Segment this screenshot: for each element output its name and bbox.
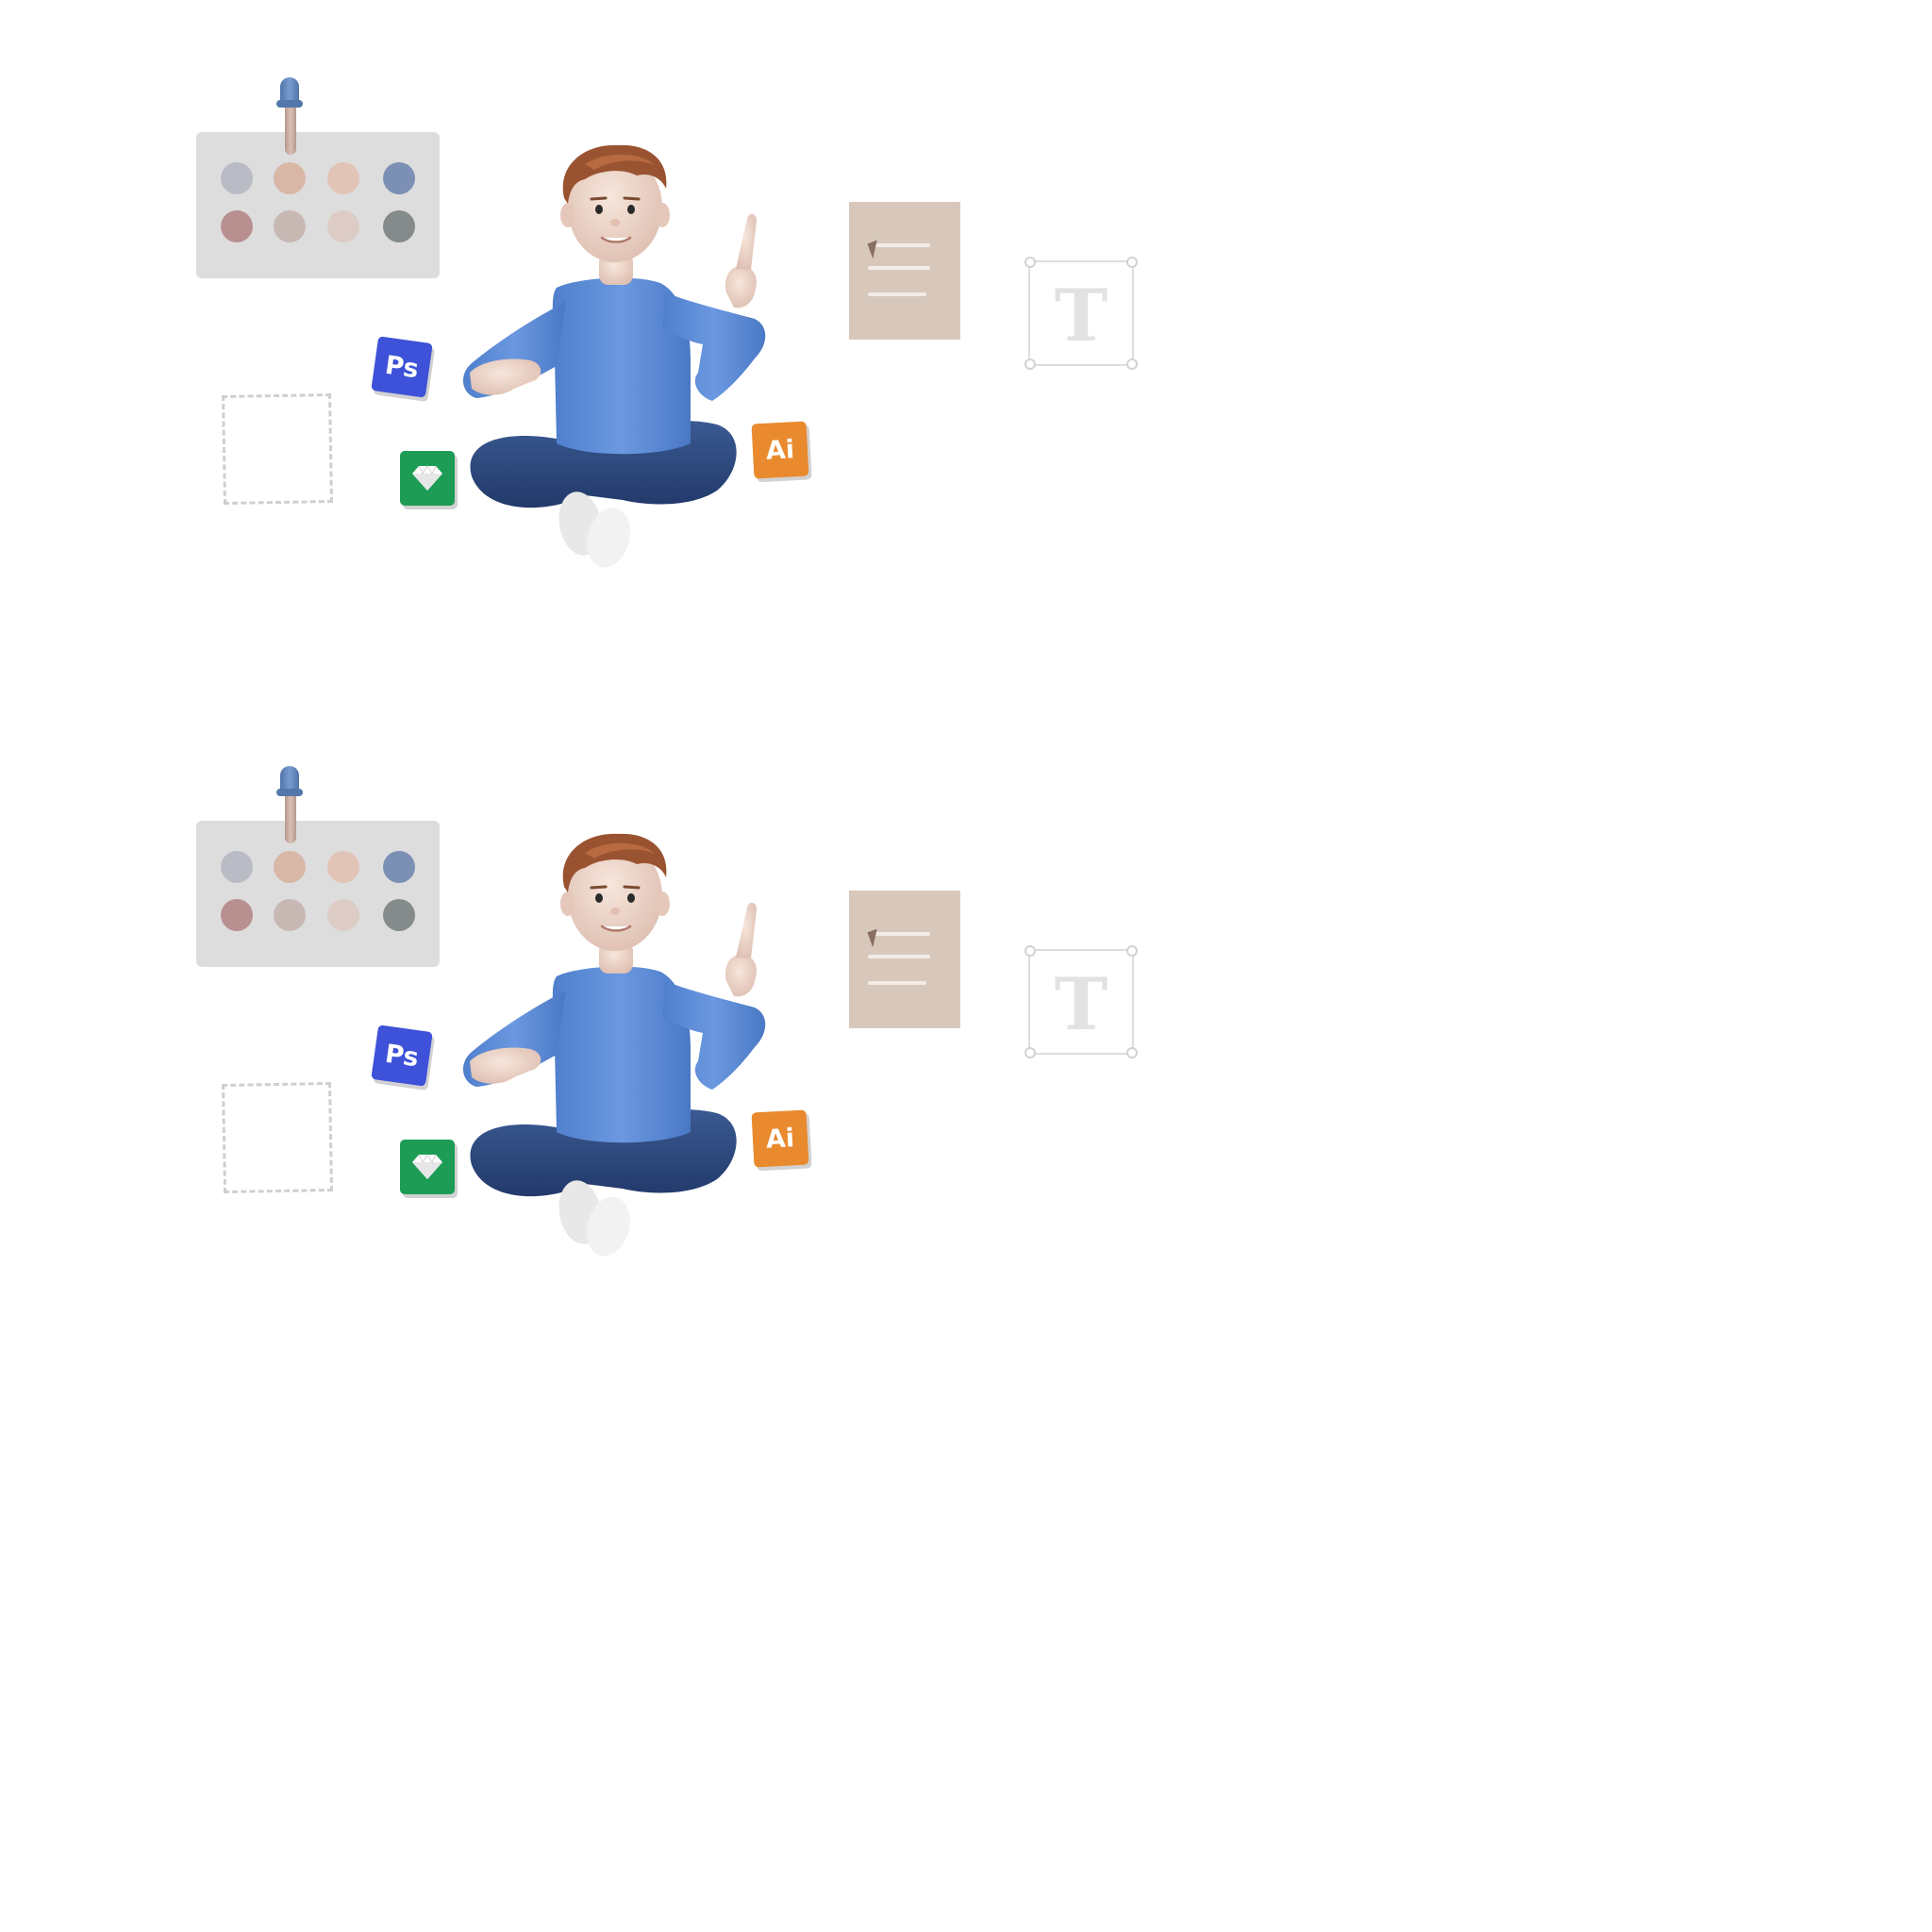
text-tool-icon: T <box>1024 945 1138 1058</box>
color-swatch <box>327 210 359 242</box>
color-swatch <box>221 899 253 931</box>
dashed-frame-icon <box>221 392 334 506</box>
designer-illustration: Ps Ae Ai T <box>0 689 1932 1368</box>
color-swatch <box>274 899 306 931</box>
photoshop-label: Ps <box>383 1039 421 1073</box>
sketch-icon <box>400 1140 455 1194</box>
photoshop-icon: Ps <box>371 1024 433 1087</box>
sketch-diamond-icon <box>412 1154 442 1179</box>
color-swatch <box>327 162 359 194</box>
color-swatch <box>383 162 415 194</box>
color-swatch <box>221 162 253 194</box>
photoshop-icon: Ps <box>371 336 433 398</box>
color-swatch <box>221 851 253 883</box>
color-swatch <box>274 210 306 242</box>
color-swatch <box>221 210 253 242</box>
color-swatch <box>274 851 306 883</box>
designer-character <box>462 833 766 1257</box>
text-tool-letter: T <box>1054 962 1108 1046</box>
color-swatch <box>383 851 415 883</box>
color-palette-card <box>196 821 440 967</box>
designer-character <box>462 144 766 568</box>
text-tool-letter: T <box>1054 274 1108 358</box>
color-swatch <box>274 162 306 194</box>
document-icon <box>849 202 960 340</box>
color-palette-card <box>196 132 440 278</box>
color-swatch <box>327 899 359 931</box>
sketch-icon <box>400 451 455 506</box>
sketch-diamond-icon <box>412 465 442 491</box>
color-swatch <box>383 899 415 931</box>
designer-illustration: Ps Ae Ai T <box>0 0 1932 679</box>
dashed-frame-icon <box>221 1081 334 1194</box>
color-swatch <box>327 851 359 883</box>
document-icon <box>849 891 960 1028</box>
color-swatch <box>383 210 415 242</box>
text-tool-icon: T <box>1024 257 1138 370</box>
photoshop-label: Ps <box>383 350 421 384</box>
